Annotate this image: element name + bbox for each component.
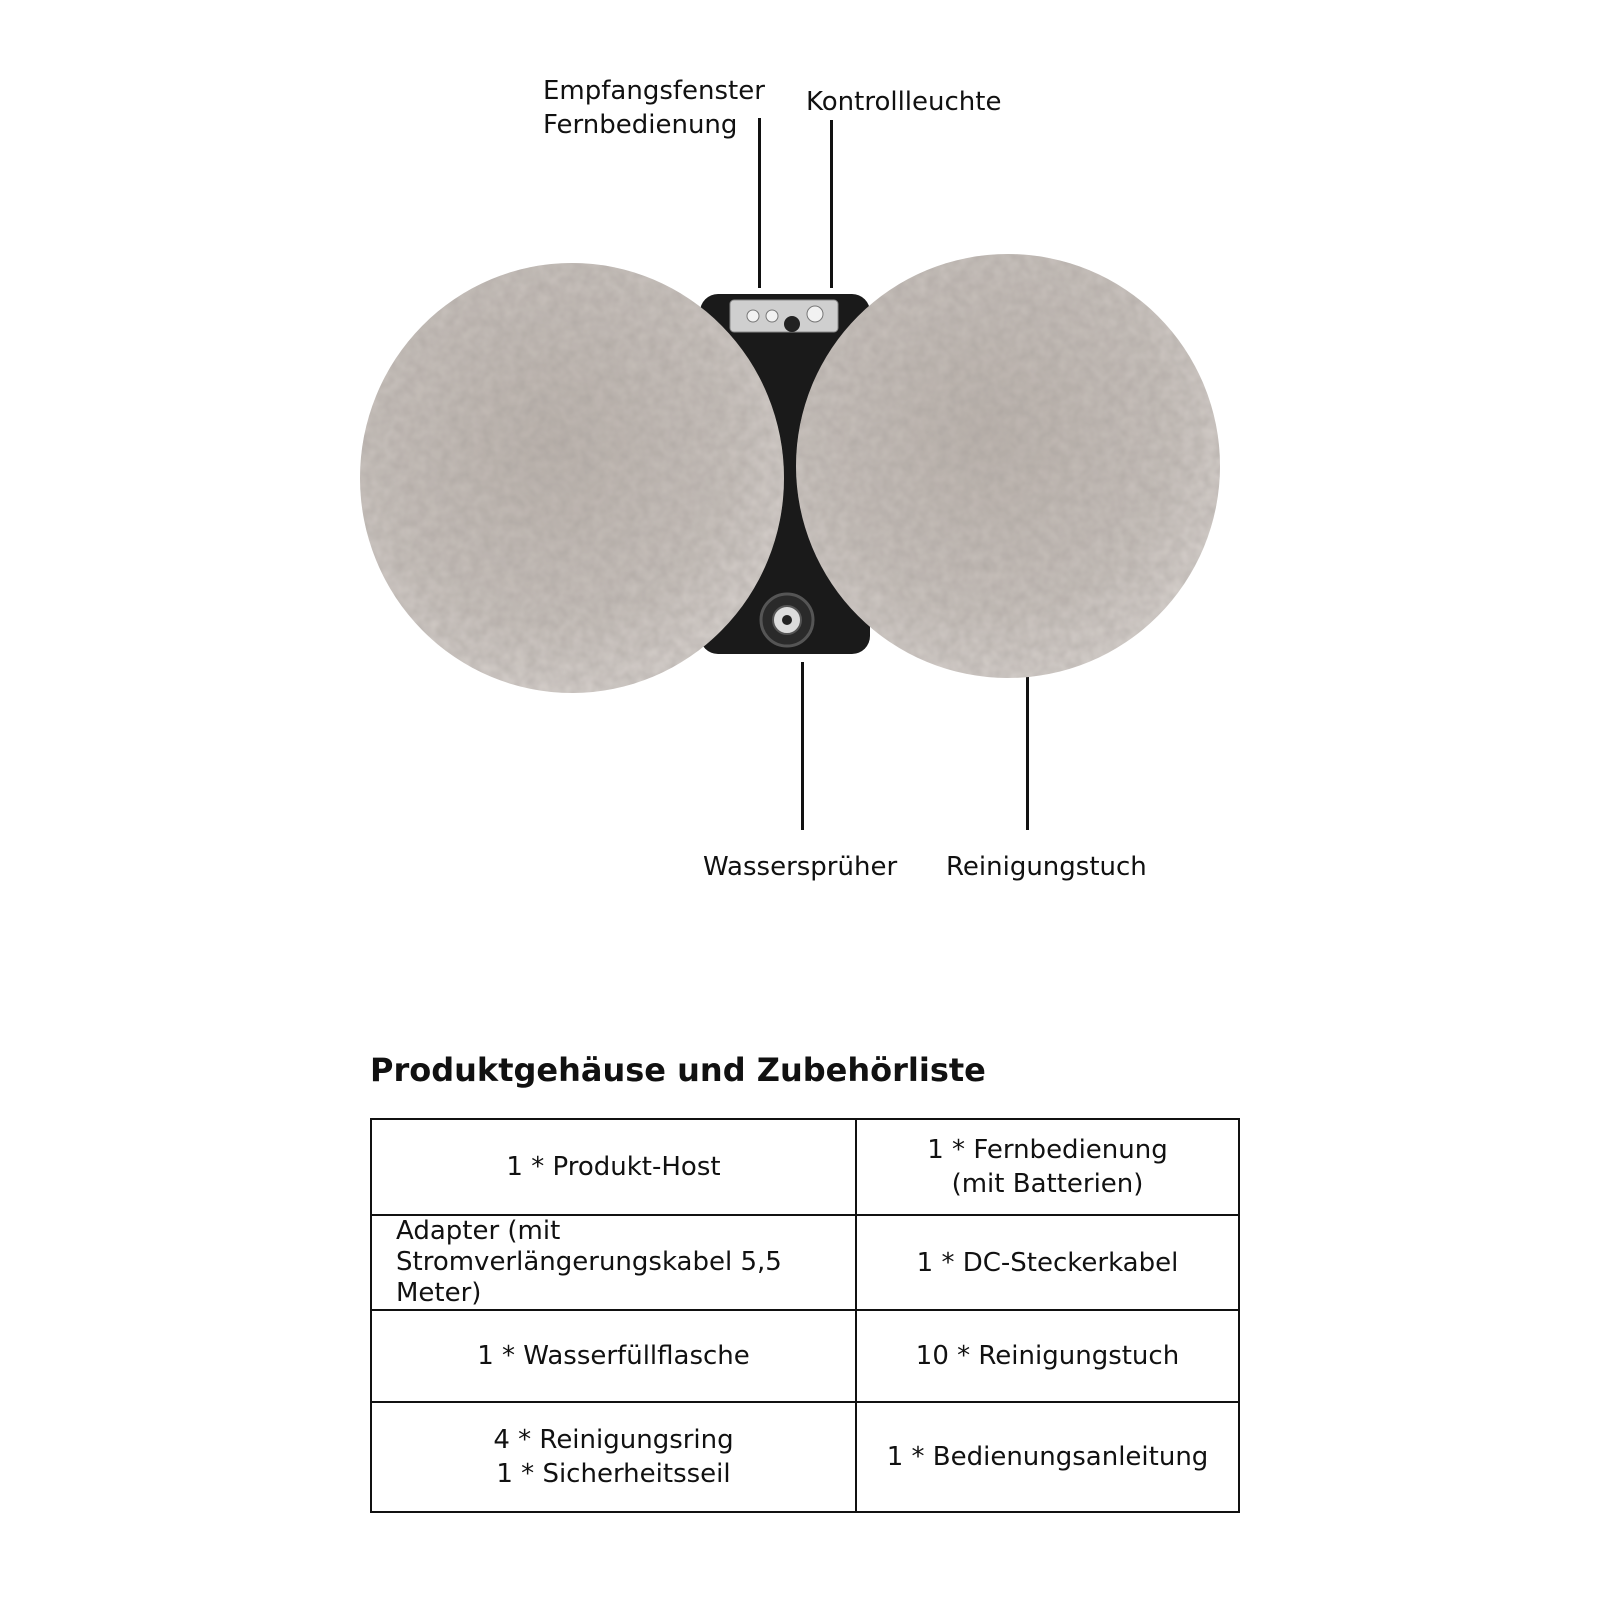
table-row: Adapter (mit Stromverlängerungskabel 5,5… bbox=[370, 1214, 1240, 1311]
label-water-sprayer: Wassersprüher bbox=[703, 852, 898, 882]
indicator-light-icon bbox=[746, 309, 760, 323]
table-cell: Adapter (mit Stromverlängerungskabel 5,5… bbox=[370, 1214, 857, 1311]
table-cell: 1 * Wasserfüllflasche bbox=[370, 1309, 857, 1403]
accessory-list-title: Produktgehäuse und Zubehörliste bbox=[370, 1051, 986, 1089]
table-cell: 10 * Reinigungstuch bbox=[855, 1309, 1240, 1403]
accessory-table: 1 * Produkt-Host 1 * Fernbedienung (mit … bbox=[370, 1118, 1240, 1513]
left-cleaning-pad bbox=[360, 263, 784, 693]
label-receiver-window: Empfangsfenster Fernbedienung bbox=[543, 76, 765, 140]
callout-line-cloth bbox=[1026, 662, 1029, 830]
table-cell: 1 * Produkt-Host bbox=[370, 1118, 857, 1216]
receiver-window-icon bbox=[784, 316, 800, 332]
table-row: 1 * Produkt-Host 1 * Fernbedienung (mit … bbox=[370, 1118, 1240, 1216]
callout-line-receiver bbox=[758, 118, 761, 288]
callout-line-sprayer bbox=[801, 662, 804, 830]
label-cleaning-cloth: Reinigungstuch bbox=[946, 852, 1147, 882]
right-cleaning-pad bbox=[796, 254, 1220, 678]
table-cell: 1 * Bedienungsanleitung bbox=[855, 1401, 1240, 1513]
table-row: 4 * Reinigungsring 1 * Sicherheitsseil 1… bbox=[370, 1401, 1240, 1513]
table-cell: 4 * Reinigungsring 1 * Sicherheitsseil bbox=[370, 1401, 857, 1513]
window-cleaner-robot-illustration bbox=[360, 254, 1220, 693]
table-row: 1 * Wasserfüllflasche 10 * Reinigungstuc… bbox=[370, 1309, 1240, 1403]
callout-line-indicator bbox=[830, 120, 833, 288]
table-cell: 1 * Fernbedienung (mit Batterien) bbox=[855, 1118, 1240, 1216]
label-indicator-light: Kontrollleuchte bbox=[806, 87, 1002, 117]
table-cell: 1 * DC-Steckerkabel bbox=[855, 1214, 1240, 1311]
